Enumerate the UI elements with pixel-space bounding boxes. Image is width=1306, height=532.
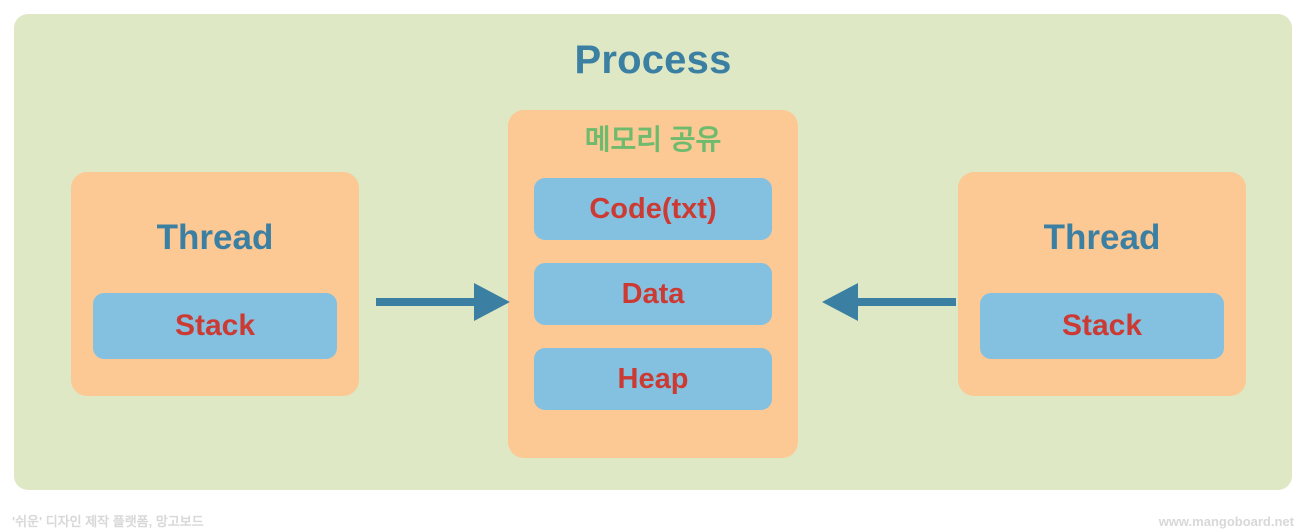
memory-segment-code-label: Code(txt) bbox=[589, 192, 717, 225]
stack-box-right: Stack bbox=[980, 293, 1224, 359]
thread-box-left: Thread Stack bbox=[71, 172, 359, 396]
process-title: Process bbox=[574, 38, 732, 82]
arrow-right-icon bbox=[376, 279, 510, 325]
watermark-right: www.mangoboard.net bbox=[1158, 514, 1294, 529]
thread-box-right: Thread Stack bbox=[958, 172, 1246, 396]
thread-label-right: Thread bbox=[1043, 218, 1161, 257]
stack-box-left: Stack bbox=[93, 293, 337, 359]
memory-segment-heap-label: Heap bbox=[617, 362, 689, 395]
memory-segment-data: Data bbox=[534, 263, 772, 325]
shared-memory-title: 메모리 공유 bbox=[584, 124, 722, 155]
memory-segment-code: Code(txt) bbox=[534, 178, 772, 240]
watermark-left: '쉬운' 디자인 제작 플랫폼, 망고보드 bbox=[12, 514, 204, 529]
arrow-left-icon bbox=[822, 279, 956, 325]
shared-memory-box: 메모리 공유 Code(txt) Data Heap bbox=[508, 110, 798, 458]
memory-segment-data-label: Data bbox=[621, 277, 685, 310]
memory-segment-heap: Heap bbox=[534, 348, 772, 410]
thread-label-left: Thread bbox=[156, 218, 274, 257]
stack-label-left: Stack bbox=[174, 309, 256, 342]
process-panel: Process Thread Stack Thread Stack 메모리 공유… bbox=[14, 14, 1292, 490]
stack-label-right: Stack bbox=[1061, 309, 1143, 342]
